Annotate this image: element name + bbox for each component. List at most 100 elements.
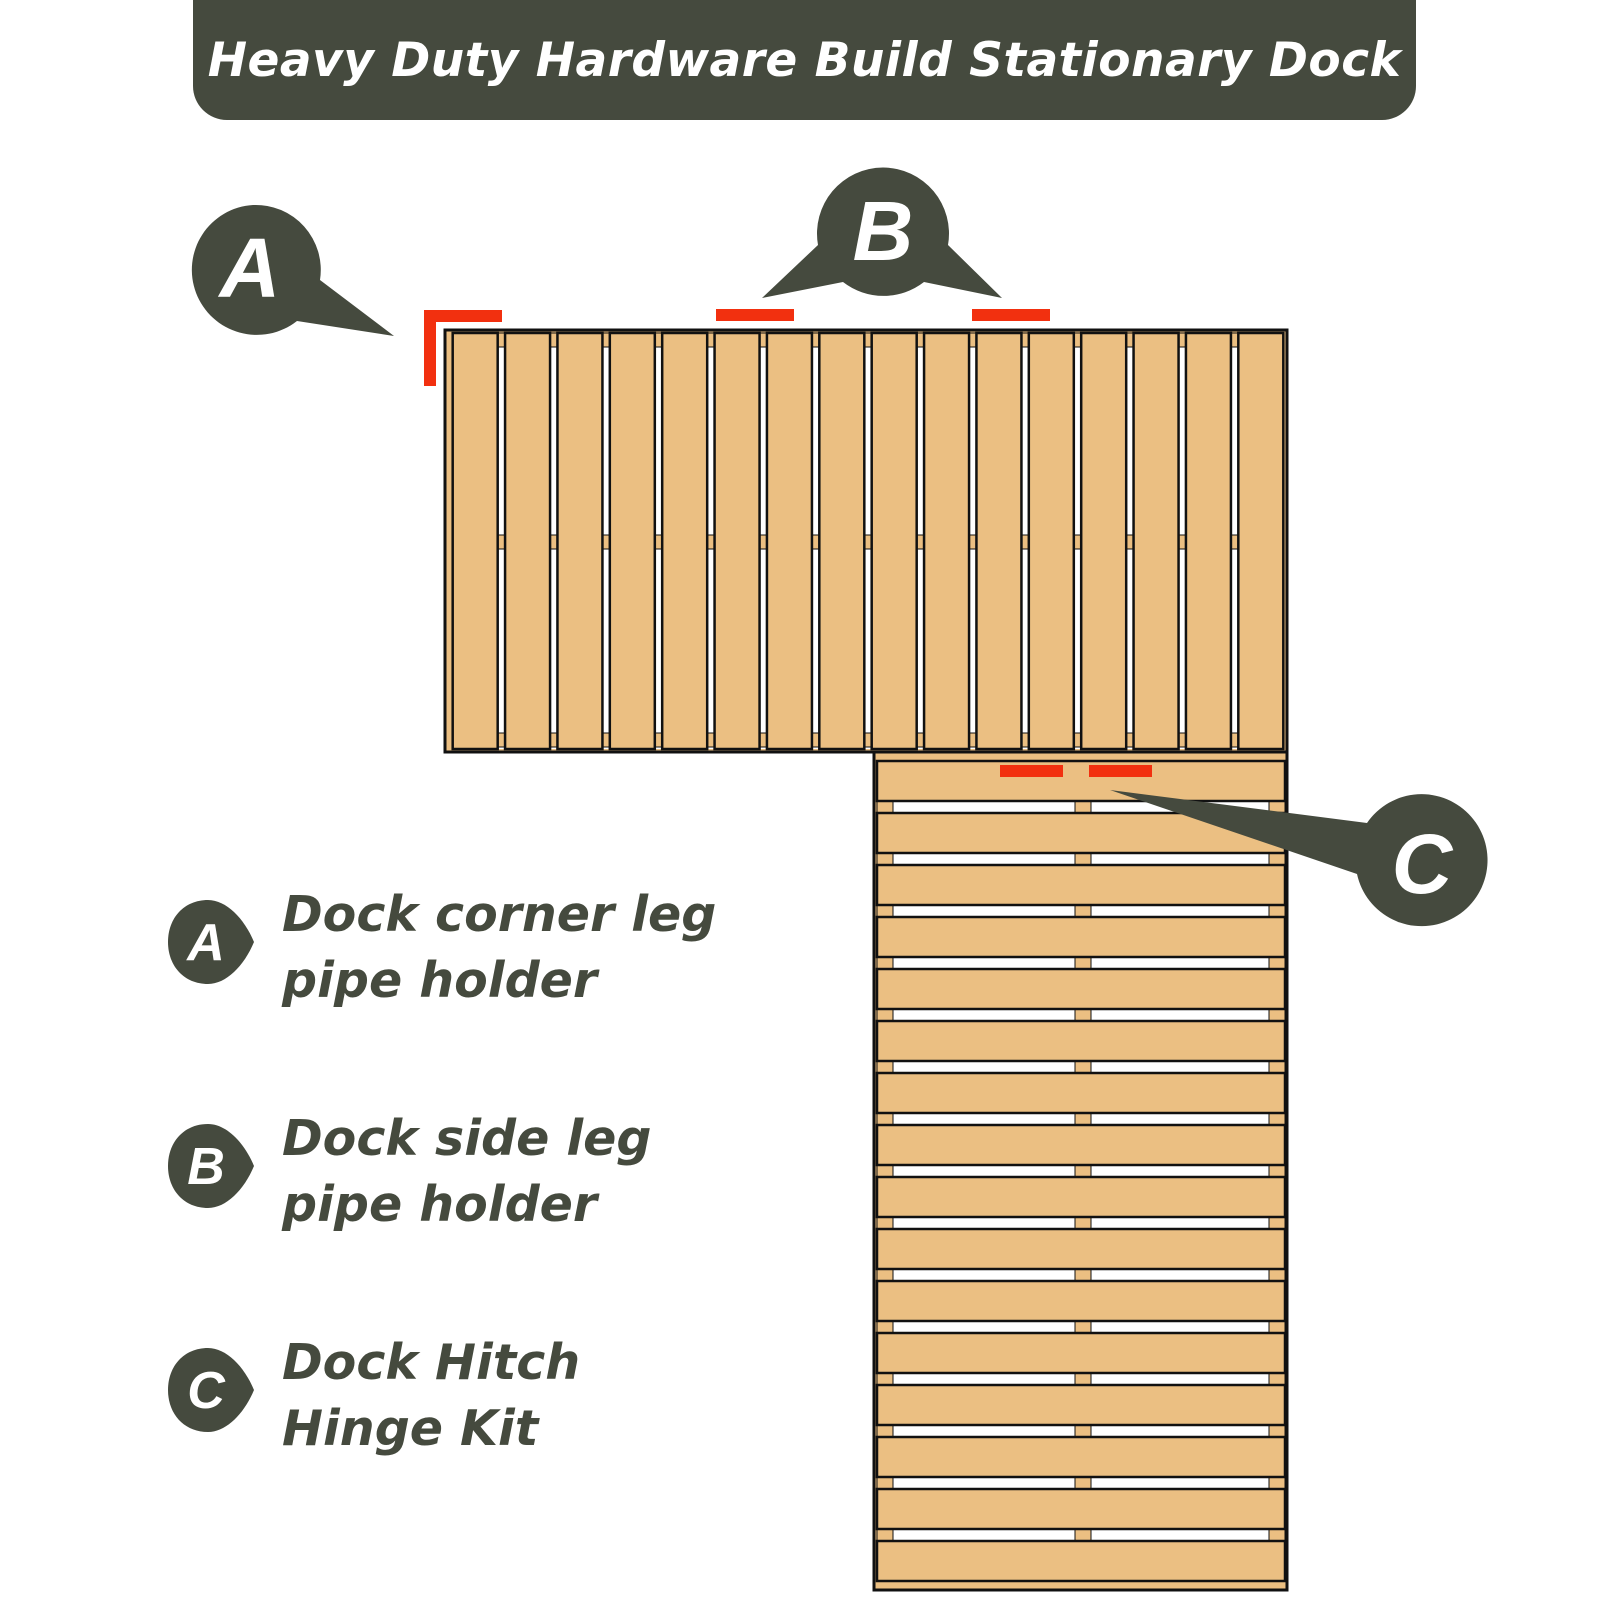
legend-badge-c-label: C: [187, 1362, 226, 1420]
legend-text-hitch-hinge: Dock Hitch Hinge Kit: [282, 1334, 581, 1457]
legend-badge-b-label: B: [187, 1138, 225, 1196]
legend-item-hitch-hinge: C Dock Hitch Hinge Kit: [164, 1330, 724, 1490]
deck-plank: [765, 331, 814, 751]
deck-plank: [875, 759, 1287, 803]
corner-leg-holder-marker: [424, 310, 502, 386]
lower-dock-gaps: [876, 800, 1286, 1542]
legend-text-side-holder: Dock side leg pipe holder: [282, 1110, 652, 1233]
deck-plank: [875, 1539, 1287, 1583]
joist-block: [1074, 1372, 1092, 1386]
joist-block: [1074, 1476, 1092, 1490]
joist-block: [1074, 1008, 1092, 1022]
legend-badge-a-label: A: [185, 914, 225, 972]
deck-plank: [875, 915, 1287, 959]
joist-block: [876, 1320, 894, 1334]
joist-block: [1074, 800, 1092, 814]
side-leg-holder-marker-1: [716, 309, 794, 321]
callout-a: A: [191, 204, 394, 336]
joist-block: [876, 1112, 894, 1126]
side-leg-holder-marker-2: [972, 309, 1050, 321]
deck-plank: [503, 331, 552, 751]
joist-block: [876, 1008, 894, 1022]
joist-block: [876, 1060, 894, 1074]
deck-plank: [875, 1487, 1287, 1531]
deck-plank: [922, 331, 971, 751]
callout-b-label: B: [853, 184, 914, 278]
deck-plank: [1184, 331, 1233, 751]
callout-c-label: C: [1392, 817, 1454, 911]
deck-plank: [875, 1279, 1287, 1323]
deck-plank: [1079, 331, 1128, 751]
deck-plank: [660, 331, 709, 751]
joist-block: [1074, 1164, 1092, 1178]
joist-block: [1074, 956, 1092, 970]
legend-item-corner-holder: A Dock corner leg pipe holder: [164, 882, 724, 1042]
legend-text-corner-holder: Dock corner leg pipe holder: [282, 886, 717, 1009]
legend-badge-a: A: [168, 900, 254, 984]
joist-block: [1074, 1060, 1092, 1074]
joist-block: [1074, 1216, 1092, 1230]
joist-block: [1268, 1008, 1286, 1022]
deck-plank: [875, 1019, 1287, 1063]
legend-badge-b: B: [168, 1124, 254, 1208]
joist-block: [876, 956, 894, 970]
joist-block: [876, 1372, 894, 1386]
joist-block: [876, 1164, 894, 1178]
deck-plank: [875, 1071, 1287, 1115]
joist-block: [876, 1424, 894, 1438]
joist-block: [1268, 1528, 1286, 1542]
callout-a-bubble: [191, 204, 394, 336]
joist-block: [1268, 1320, 1286, 1334]
joist-block: [1268, 1216, 1286, 1230]
joist-block: [1074, 1424, 1092, 1438]
joist-block: [876, 1528, 894, 1542]
deck-plank: [1027, 331, 1076, 751]
joist-block: [876, 800, 894, 814]
title-banner: Heavy Duty Hardware Build Stationary Doc…: [193, 0, 1416, 120]
deck-plank: [556, 331, 604, 751]
joist-block: [1268, 852, 1286, 866]
legend-badge-c: C: [168, 1348, 254, 1432]
deck-plank: [875, 1383, 1287, 1427]
joist-block: [876, 852, 894, 866]
joist-block: [876, 904, 894, 918]
deck-plank: [875, 967, 1287, 1011]
upper-dock-gaps: [497, 332, 1239, 749]
callout-a-label: A: [218, 221, 281, 315]
page-title: Heavy Duty Hardware Build Stationary Doc…: [207, 32, 1402, 88]
joist-block: [1268, 1424, 1286, 1438]
deck-plank: [818, 331, 866, 751]
joist-block: [1074, 1320, 1092, 1334]
deck-plank: [1237, 331, 1285, 751]
upper-dock-section: [443, 328, 1289, 754]
joist-block: [876, 1476, 894, 1490]
joist-block: [1268, 1164, 1286, 1178]
deck-plank: [713, 331, 761, 751]
callout-b: B: [762, 167, 1002, 298]
joist-block: [876, 1268, 894, 1282]
deck-plank: [608, 331, 657, 751]
upper-dock-planks: [451, 331, 1285, 751]
callout-b-bubble: [762, 167, 1002, 298]
joist-block: [1268, 1268, 1286, 1282]
joist-block: [1074, 904, 1092, 918]
joist-block: [1074, 852, 1092, 866]
joist-block: [1074, 1528, 1092, 1542]
joist-block: [876, 1216, 894, 1230]
deck-plank: [875, 1435, 1287, 1479]
deck-plank: [870, 331, 918, 751]
deck-plank: [875, 1331, 1287, 1375]
deck-plank: [1132, 331, 1180, 751]
joist-block: [1268, 1372, 1286, 1386]
hardware-markers: [424, 309, 1152, 777]
deck-plank: [875, 863, 1287, 907]
joist-block: [1268, 1060, 1286, 1074]
deck-plank: [875, 1227, 1287, 1271]
hitch-hinge-marker-2: [1089, 765, 1152, 777]
deck-plank: [875, 1175, 1287, 1219]
joist-block: [1074, 1112, 1092, 1126]
joist-block: [1268, 956, 1286, 970]
deck-plank: [451, 331, 499, 751]
joist-block: [1268, 904, 1286, 918]
